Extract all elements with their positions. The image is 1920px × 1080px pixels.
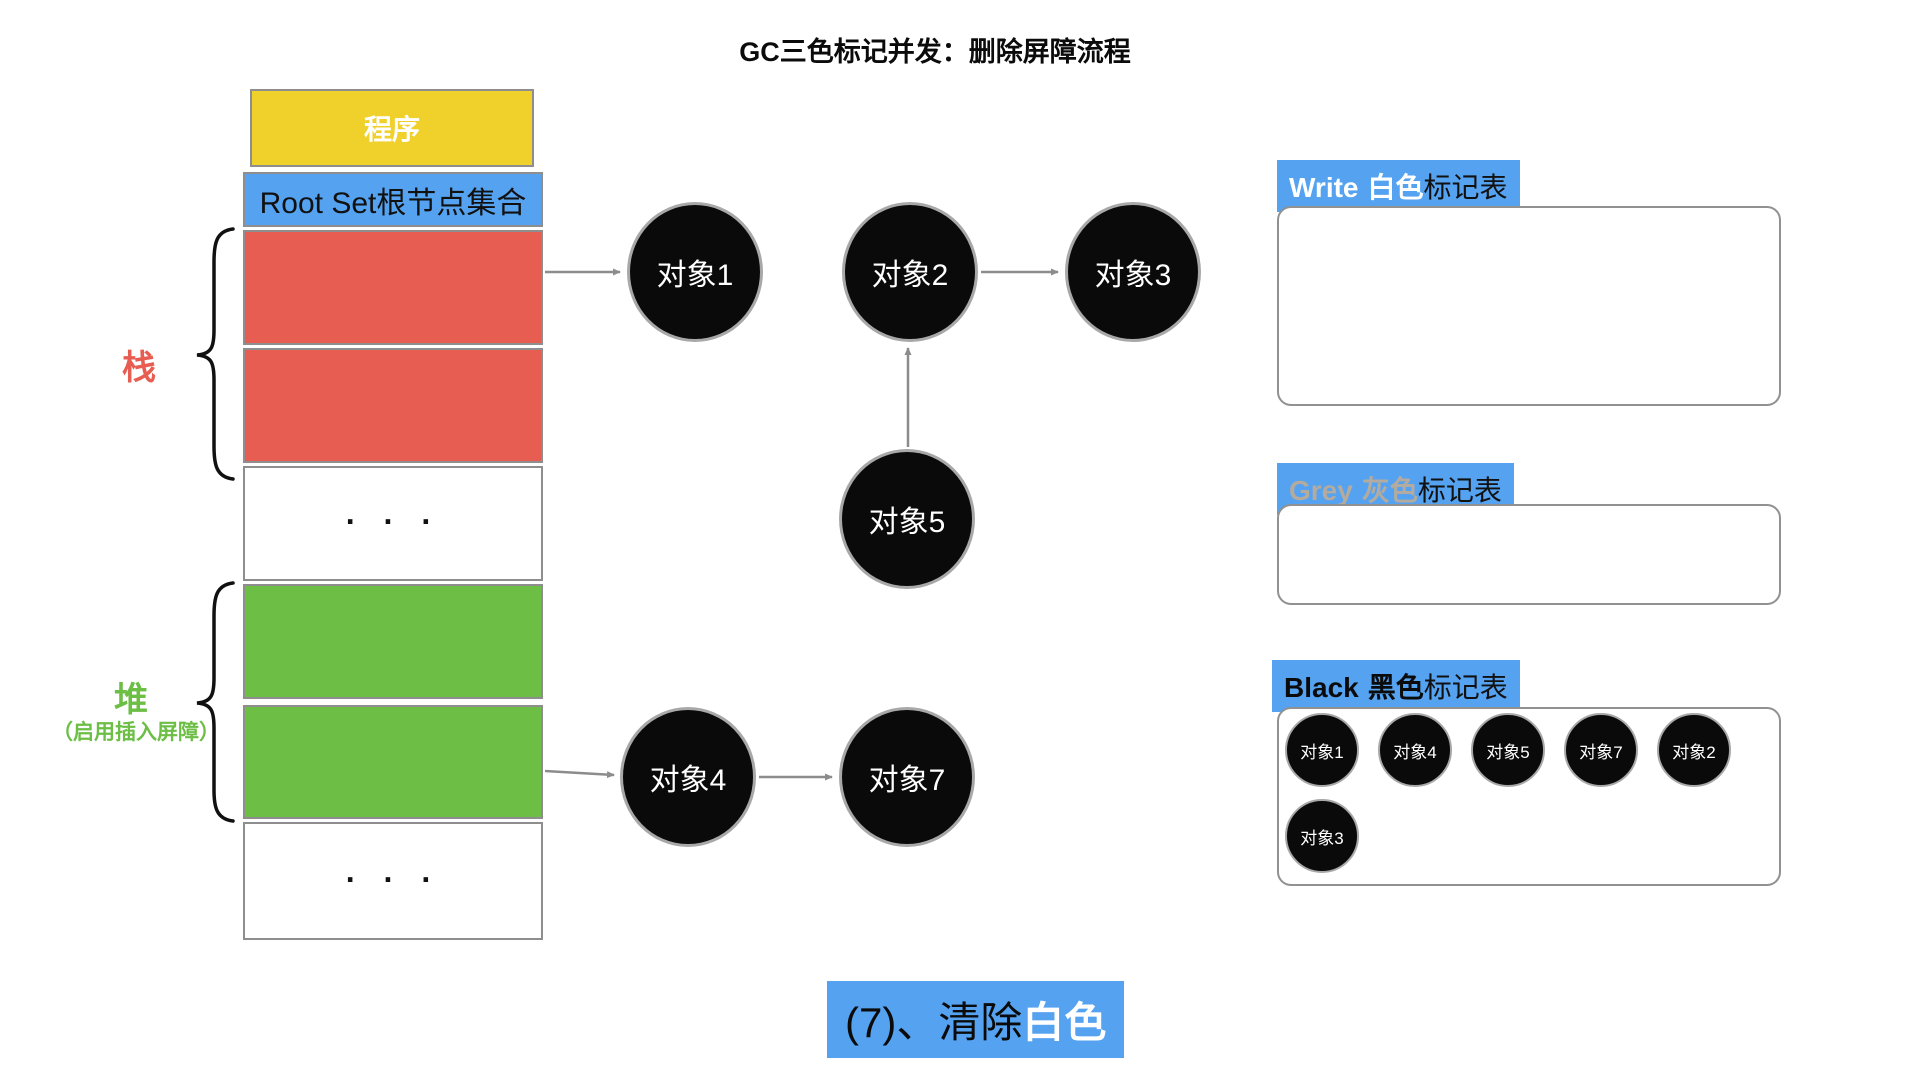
- black-table-item-object3: 对象3: [1285, 799, 1359, 873]
- node-object3: 对象3: [1065, 202, 1201, 342]
- node-label: 对象4: [649, 764, 727, 797]
- white-table-label-suffix: 标记表: [1423, 172, 1508, 203]
- mini-node-label: 对象5: [1486, 742, 1530, 762]
- node-object5: 对象5: [839, 449, 975, 589]
- black-table-item-object1: 对象1: [1285, 713, 1359, 787]
- ellipsis-dots: . . .: [345, 495, 441, 531]
- node-label: 对象5: [868, 506, 946, 539]
- white-table-label-cn: 白色: [1367, 172, 1424, 203]
- white-table-box: [1277, 206, 1781, 406]
- node-label: 对象7: [868, 764, 946, 797]
- heap-slot-green-1: [243, 584, 543, 699]
- mini-node-label: 对象3: [1300, 828, 1344, 848]
- mini-node-label: 对象7: [1579, 742, 1623, 762]
- diagram-title: GC三色标记并发：删除屏障流程: [739, 37, 1131, 67]
- grey-table-box: [1277, 504, 1781, 605]
- program-label: 程序: [363, 114, 420, 145]
- root-set-box: Root Set根节点集合: [243, 172, 543, 227]
- node-label: 对象1: [656, 259, 734, 292]
- grey-table-label-en: Grey: [1289, 475, 1353, 506]
- node-label: 对象3: [1094, 259, 1172, 292]
- node-object2: 对象2: [842, 202, 978, 342]
- black-table-label-suffix: 标记表: [1423, 672, 1508, 703]
- white-table-label: Write 白色标记表: [1277, 160, 1520, 212]
- stack-ellipsis-box: . . .: [243, 466, 543, 581]
- stack-slot-red-2: [243, 348, 543, 463]
- grey-table-label-suffix: 标记表: [1417, 475, 1502, 506]
- mini-node-label: 对象4: [1393, 742, 1437, 762]
- grey-table-label-cn: 灰色: [1361, 475, 1418, 506]
- arrow-heap-to-object4: [544, 769, 615, 779]
- node-label: 对象2: [871, 259, 949, 292]
- stack-brace: [196, 227, 235, 481]
- step-caption-highlight: 白色: [1022, 999, 1107, 1046]
- white-table-label-en: Write: [1289, 172, 1359, 203]
- program-box: 程序: [250, 89, 534, 167]
- black-table-item-object5: 对象5: [1471, 713, 1545, 787]
- black-table-item-object2: 对象2: [1657, 713, 1731, 787]
- root-set-label: Root Set根节点集合: [259, 186, 527, 220]
- black-table-label-cn: 黑色: [1367, 672, 1424, 703]
- heap-note: （启用插入屏障）: [52, 721, 220, 744]
- black-table-label-en: Black: [1284, 672, 1359, 703]
- stack-label: 栈: [122, 349, 156, 387]
- mini-node-label: 对象2: [1672, 742, 1716, 762]
- heap-slot-green-2: [243, 705, 543, 819]
- black-table-item-object4: 对象4: [1378, 713, 1452, 787]
- node-object4: 对象4: [620, 707, 756, 847]
- node-object1: 对象1: [627, 202, 763, 342]
- step-caption: (7)、清除白色: [827, 981, 1125, 1058]
- node-object7: 对象7: [839, 707, 975, 847]
- heap-ellipsis-box: . . .: [243, 822, 543, 940]
- step-caption-text: (7)、清除: [845, 999, 1023, 1046]
- black-table-item-object7: 对象7: [1564, 713, 1638, 787]
- mini-node-label: 对象1: [1300, 742, 1344, 762]
- stack-slot-red-1: [243, 230, 543, 345]
- ellipsis-dots: . . .: [345, 852, 441, 889]
- heap-brace: [196, 581, 235, 823]
- heap-label: 堆: [114, 681, 148, 719]
- black-table-label: Black 黑色标记表: [1272, 660, 1520, 712]
